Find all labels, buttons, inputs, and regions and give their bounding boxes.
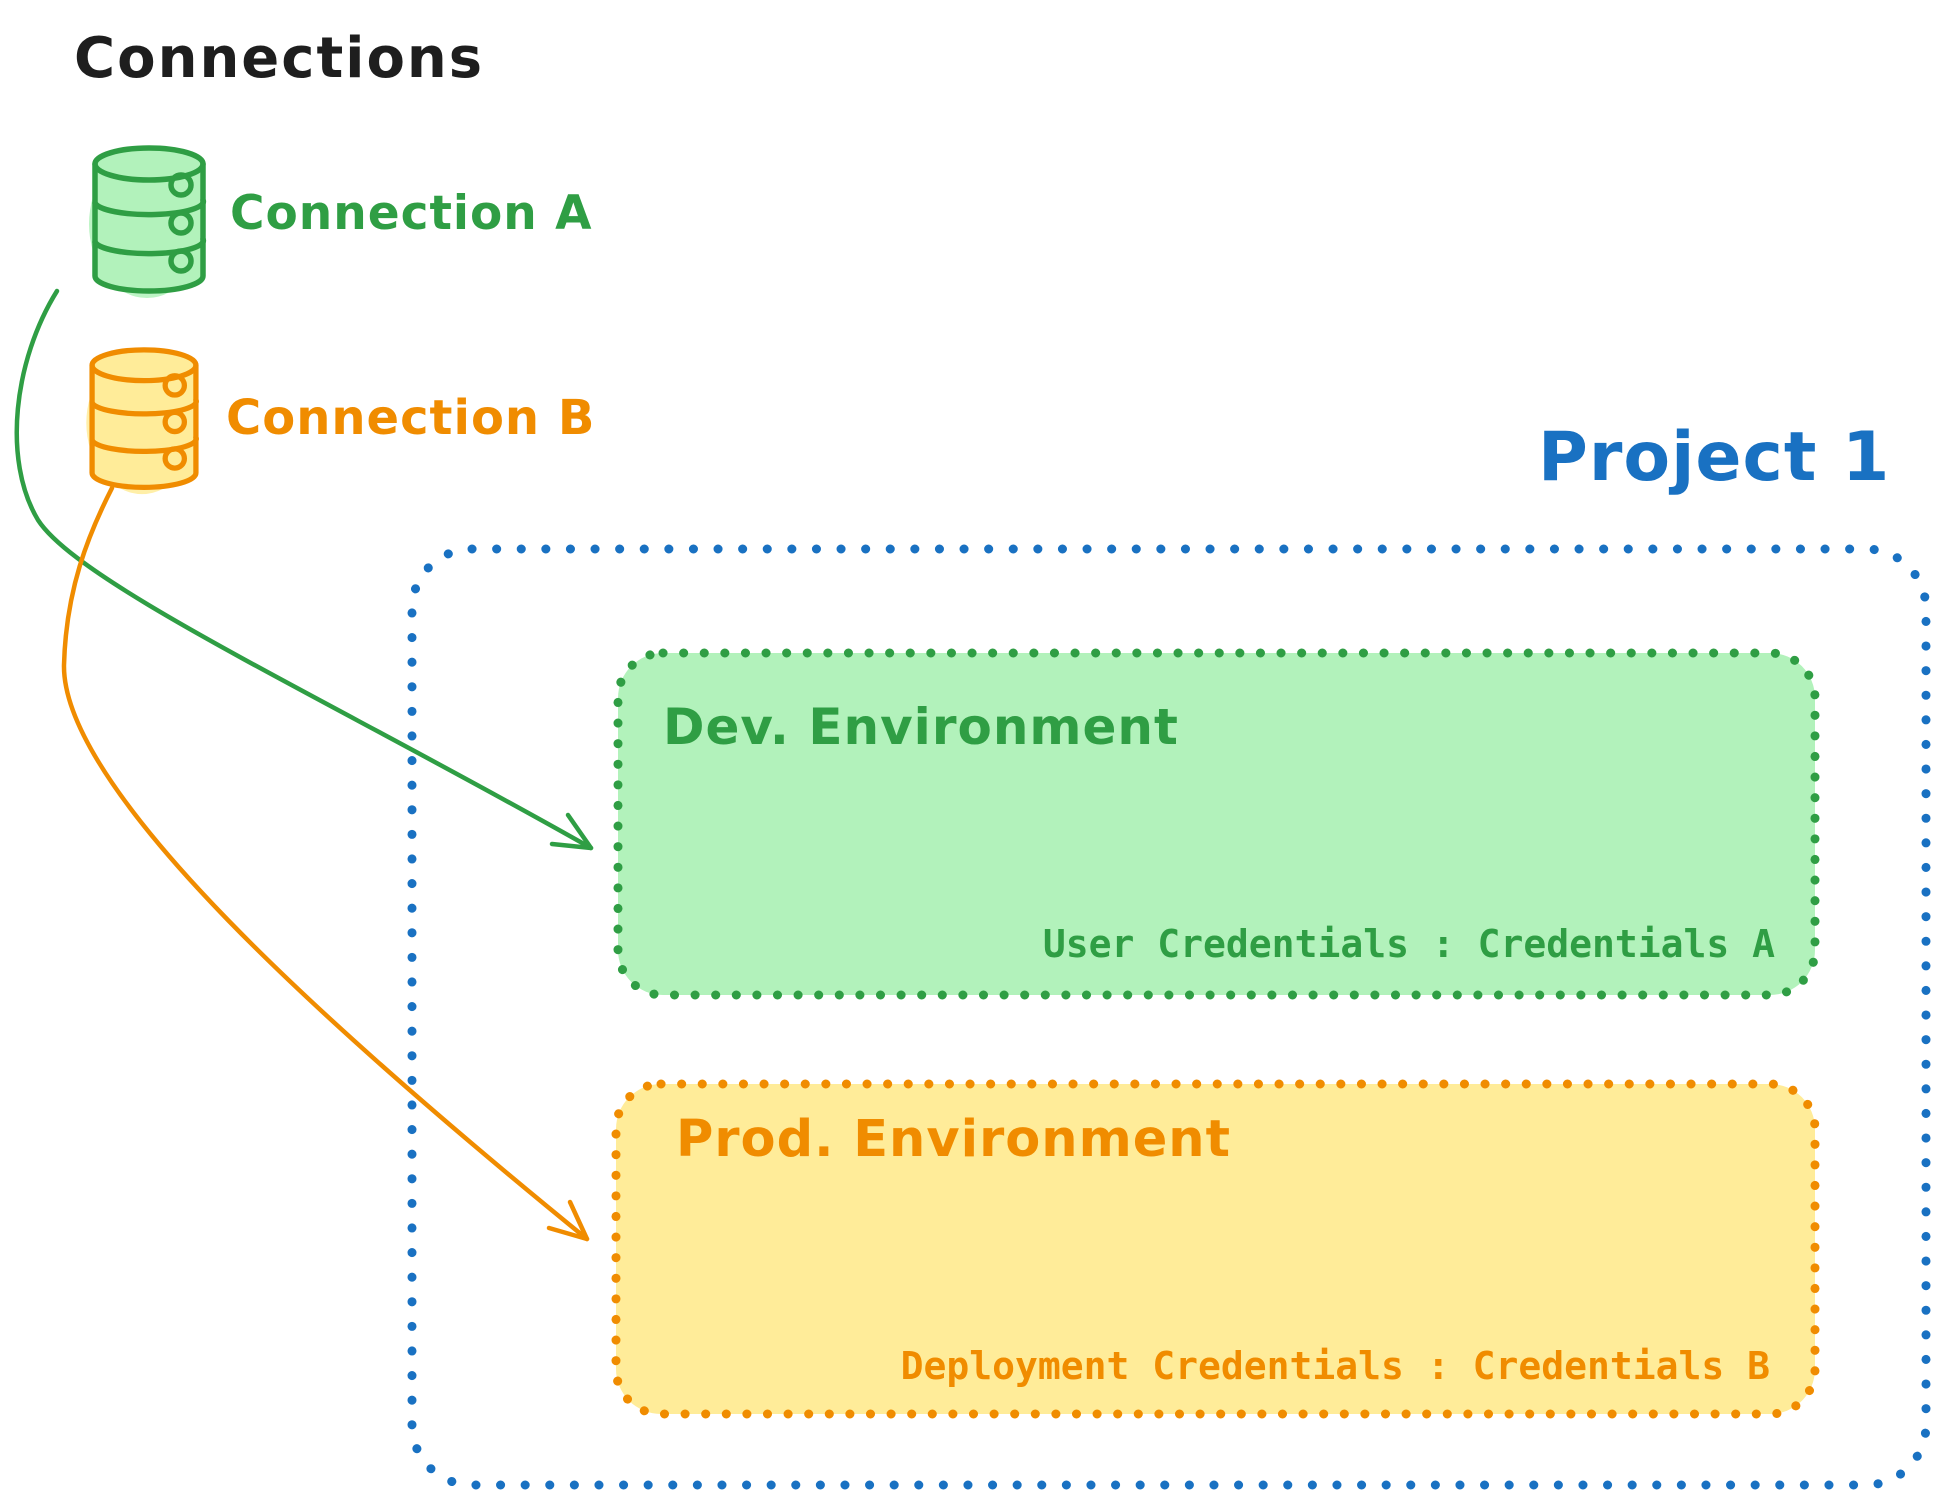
project-title: Project 1 [1538,418,1891,497]
database-icon-connection-b [86,347,199,495]
connection-a-label: Connection A [230,186,593,241]
arrow-connection-b-to-prod [61,485,590,1242]
dev-environment-title: Dev. Environment [663,698,1179,756]
prod-credentials-text: Deployment Credentials : Credentials B [900,1344,1770,1388]
dev-credentials-text: User Credentials : Credentials A [1042,922,1775,966]
database-icon-connection-a [89,145,207,298]
diagram-title: Connections [74,26,485,91]
connection-b-label: Connection B [226,390,596,446]
prod-environment-title: Prod. Environment [676,1110,1231,1169]
